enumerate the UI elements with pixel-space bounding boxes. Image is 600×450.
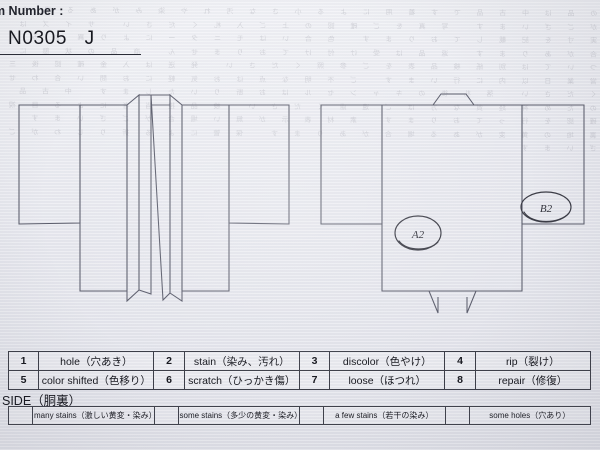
defect-code-number: 7 bbox=[298, 370, 331, 390]
defect-code-number: 2 bbox=[153, 351, 185, 371]
defect-code-number: 8 bbox=[444, 370, 476, 390]
annotation-b2-label: B2 bbox=[540, 203, 553, 215]
defect-code-description: color shifted（色移り） bbox=[38, 370, 155, 390]
side-option-checkbox[interactable] bbox=[153, 406, 179, 425]
back-hem-vent-right bbox=[466, 290, 477, 314]
front-left-okumi bbox=[126, 93, 140, 303]
defect-code-number: 5 bbox=[7, 370, 40, 390]
front-right-okumi bbox=[169, 93, 183, 302]
defect-code-number: 1 bbox=[7, 351, 40, 371]
table-row: 1 hole（穴あき） 2 stain（染み、汚れ） 3 discolor（色や… bbox=[7, 351, 592, 371]
back-left-sleeve bbox=[320, 104, 383, 225]
defect-code-number: 4 bbox=[444, 351, 476, 371]
defect-code-description: rip（裂け） bbox=[474, 351, 592, 371]
annotation-b2-circle-tail bbox=[523, 211, 570, 223]
back-hem-vent-left bbox=[428, 290, 439, 314]
front-right-body-panel bbox=[181, 104, 230, 292]
item-number-label: em Number : bbox=[0, 4, 64, 18]
side-option-checkbox[interactable] bbox=[299, 406, 324, 425]
item-number-value: N0305 J bbox=[8, 28, 95, 49]
front-collar-left-band bbox=[138, 94, 152, 295]
kimono-front-view-diagram bbox=[18, 93, 290, 303]
back-neckline-notch bbox=[432, 93, 475, 106]
back-body-panel bbox=[381, 104, 523, 292]
defect-code-description: scratch（ひっかき傷） bbox=[183, 370, 300, 390]
side-section-label: SIDE（胴裏） bbox=[2, 394, 82, 408]
side-option-label: some holes（穴あり） bbox=[468, 406, 591, 425]
defect-code-description: hole（穴あき） bbox=[38, 351, 155, 371]
defect-code-description: repair（修復） bbox=[474, 370, 592, 390]
annotation-a2: A2 bbox=[394, 215, 442, 251]
table-row: many stains（激しい黄変・染み） some stains（多少の黄変・… bbox=[8, 406, 591, 425]
item-number-underline bbox=[0, 54, 141, 55]
side-option-label: many stains（激しい黄変・染み） bbox=[32, 406, 155, 425]
defect-code-legend-table: 1 hole（穴あき） 2 stain（染み、汚れ） 3 discolor（色や… bbox=[7, 351, 592, 390]
annotation-b2: B2 bbox=[520, 191, 572, 223]
front-left-body-panel bbox=[79, 104, 128, 292]
table-row: 5 color shifted（色移り） 6 scratch（ひっかき傷） 7 … bbox=[7, 370, 592, 390]
side-condition-options-table: many stains（激しい黄変・染み） some stains（多少の黄変・… bbox=[8, 406, 591, 425]
defect-code-number: 3 bbox=[298, 351, 331, 371]
side-option-label: some stains（多少の黄変・染み） bbox=[177, 406, 300, 425]
front-collar-right-band bbox=[150, 94, 171, 302]
side-option-label: a few stains（若干の染み） bbox=[323, 406, 446, 425]
annotation-a2-circle-tail bbox=[398, 240, 439, 250]
side-option-checkbox[interactable] bbox=[444, 406, 470, 425]
annotation-a2-label: A2 bbox=[411, 229, 425, 241]
defect-code-description: discolor（色やけ） bbox=[329, 351, 446, 371]
front-right-sleeve bbox=[228, 104, 290, 225]
item-number-field[interactable]: N0305 J bbox=[2, 28, 144, 50]
front-left-sleeve bbox=[18, 104, 81, 225]
side-option-checkbox[interactable] bbox=[8, 406, 33, 425]
back-right-sleeve bbox=[521, 104, 585, 225]
defect-code-description: loose（ほつれ） bbox=[329, 370, 446, 390]
defect-code-description: stain（染み、汚れ） bbox=[183, 351, 300, 371]
kimono-back-view-diagram: A2 B2 bbox=[320, 93, 585, 314]
annotation-a2-circle bbox=[394, 215, 442, 251]
defect-code-number: 6 bbox=[153, 370, 185, 390]
